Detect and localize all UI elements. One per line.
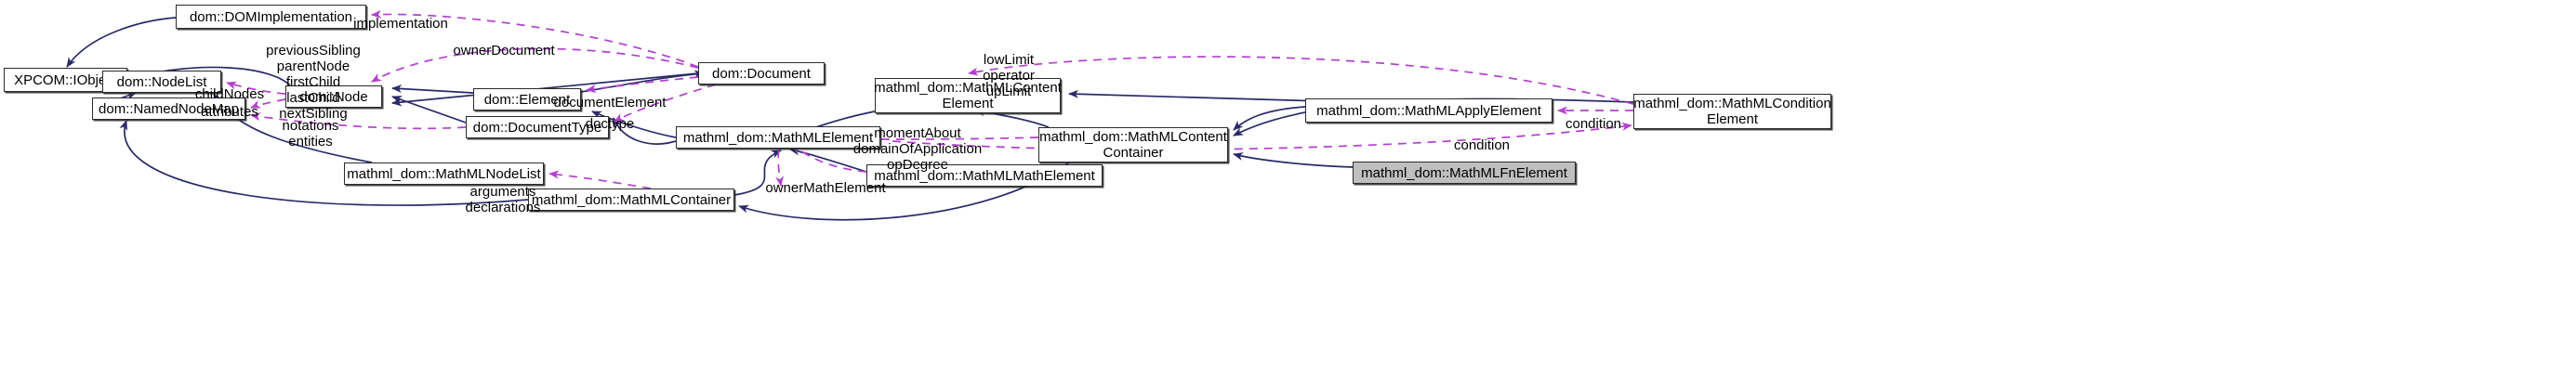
edge-label-lowlimit-operator-uplimit: lowLimit operator upLimit	[983, 36, 1035, 99]
node-dom-domimplementation[interactable]: dom::DOMImplementation	[176, 5, 366, 29]
edge-label-ownermathelement: ownerMathElement	[765, 164, 885, 196]
edge-label-text: lowLimit operator upLimit	[983, 52, 1035, 99]
node-dom-document[interactable]: dom::Document	[698, 62, 825, 84]
node-label: mathml_dom::MathMLApplyElement	[1316, 102, 1541, 119]
node-label: XPCOM::IObject	[14, 72, 117, 88]
edge-label-momentabout-domainofapplication-opdegree: momentAbout domainOfApplication opDegree	[853, 110, 982, 173]
node-label: dom::DOMImplementation	[189, 8, 353, 25]
node-label: dom::Document	[712, 65, 811, 82]
node-mathml-element[interactable]: mathml_dom::MathMLElement	[676, 126, 880, 149]
node-dom-element[interactable]: dom::Element	[473, 88, 581, 110]
node-dom-nodelist[interactable]: dom::NodeList	[102, 71, 221, 93]
edge-label-arguments-declarations: arguments declarations	[466, 168, 541, 215]
node-label: mathml_dom::MathMLContainer	[531, 191, 732, 208]
edge-label-childnodes: childNodes	[195, 71, 264, 102]
edge-label-text: documentElement	[553, 95, 667, 110]
node-label: dom::Node	[299, 88, 368, 105]
node-mathml-fnelement[interactable]: mathml_dom::MathMLFnElement	[1353, 162, 1576, 184]
node-label: mathml_dom::MathMLContent Element	[874, 80, 1062, 111]
edge-label-doctype: doctype	[586, 100, 635, 132]
edge-label-condition-container: condition	[1454, 122, 1510, 153]
node-mathml-container[interactable]: mathml_dom::MathMLContainer	[528, 188, 734, 211]
edge-label-condition-apply: condition	[1565, 100, 1621, 132]
edge-label-text: ownerMathElement	[765, 180, 886, 196]
edge-label-text: condition	[1453, 137, 1511, 153]
node-mathml-mathelement[interactable]: mathml_dom::MathMLMathElement	[866, 164, 1103, 187]
node-label: dom::NodeList	[116, 73, 207, 90]
edge-label-implementation: implementation	[353, 0, 448, 32]
edge-label-documentelement: documentElement	[554, 79, 667, 110]
node-dom-namednodemap[interactable]: dom::NamedNodeMap	[92, 98, 245, 120]
edge-label-attributes: attributes	[201, 88, 258, 120]
edge-label-text: previousSibling parentNode firstChild la…	[266, 43, 361, 122]
node-mathml-conditionelement[interactable]: mathml_dom::MathMLCondition Element	[1633, 94, 1831, 129]
node-label: mathml_dom::MathMLElement	[682, 129, 874, 146]
edge-label-ownerdocument: ownerDocument	[453, 27, 554, 58]
edge-label-node-links: previousSibling parentNode firstChild la…	[266, 27, 361, 122]
edge-label-text: condition	[1565, 116, 1622, 132]
edge-label-text: doctype	[585, 116, 635, 132]
node-label: mathml_dom::MathMLCondition Element	[1633, 96, 1831, 127]
node-label: dom::Element	[483, 91, 571, 108]
node-label: mathml_dom::MathMLFnElement	[1361, 164, 1567, 181]
node-dom-node[interactable]: dom::Node	[285, 85, 382, 108]
node-label: mathml_dom::MathMLMathElement	[874, 167, 1095, 184]
node-mathml-applyelement[interactable]: mathml_dom::MathMLApplyElement	[1305, 98, 1552, 123]
node-label: mathml_dom::MathMLContent Container	[1039, 129, 1227, 161]
edge-label-text: implementation	[353, 16, 448, 32]
node-label: dom::DocumentType	[472, 119, 602, 136]
edge-label-text: notations entities	[282, 118, 339, 150]
node-label: mathml_dom::MathMLNodeList	[347, 165, 541, 182]
edge-label-text: momentAbout domainOfApplication opDegree	[852, 125, 983, 173]
edge-label-notations-entities: notations entities	[283, 102, 339, 150]
node-dom-documenttype[interactable]: dom::DocumentType	[466, 116, 609, 138]
edge-label-text: childNodes	[194, 86, 265, 102]
node-mathml-contentelement[interactable]: mathml_dom::MathMLContent Element	[874, 78, 1062, 113]
edge-label-text: ownerDocument	[453, 43, 555, 58]
node-mathml-contentcontainer[interactable]: mathml_dom::MathMLContent Container	[1038, 127, 1228, 162]
node-label: dom::NamedNodeMap	[99, 100, 239, 117]
node-mathml-nodelist[interactable]: mathml_dom::MathMLNodeList	[344, 162, 544, 185]
edge-label-text: arguments declarations	[465, 184, 541, 215]
edge-label-text: attributes	[201, 104, 258, 120]
